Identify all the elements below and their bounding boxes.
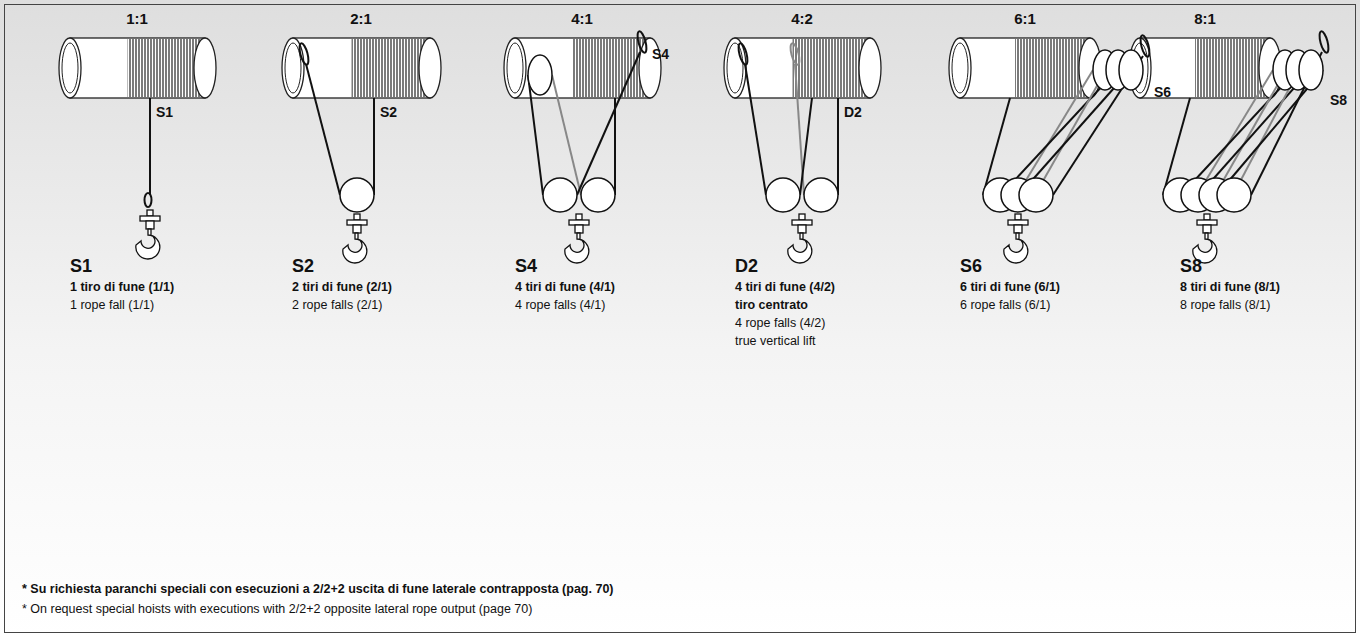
rope-fall bbox=[306, 64, 340, 195]
frame-border bbox=[5, 5, 1356, 633]
rope-anchor bbox=[298, 42, 310, 65]
rope-drum bbox=[724, 38, 881, 98]
ratio-label: 4:1 bbox=[571, 10, 593, 27]
ratio-label: 6:1 bbox=[1014, 10, 1036, 27]
rope-drum bbox=[504, 38, 661, 98]
reeving-code: S6 bbox=[1154, 84, 1171, 100]
rope-fall bbox=[800, 98, 812, 195]
reeving-title: S2 bbox=[292, 256, 314, 277]
load-hook bbox=[1004, 214, 1028, 263]
reeving-title: S8 bbox=[1180, 256, 1202, 277]
reeving-code: S8 bbox=[1330, 92, 1347, 108]
sheave bbox=[543, 178, 577, 212]
rope-drum bbox=[949, 38, 1101, 98]
reeving-code: S4 bbox=[652, 46, 669, 62]
rope-drum bbox=[1129, 38, 1281, 98]
sheave bbox=[1019, 178, 1053, 212]
upper-sheave bbox=[1119, 50, 1143, 90]
rope-fall bbox=[149, 98, 151, 195]
rope-fall bbox=[552, 75, 581, 195]
caption-english: 2 rope falls (2/1) bbox=[292, 298, 382, 312]
caption-english: 4 rope falls (4/2) bbox=[735, 316, 825, 330]
caption-italian: 4 tiri di fune (4/2) bbox=[735, 280, 835, 294]
ratio-label: 1:1 bbox=[126, 10, 148, 27]
reeving-title: S4 bbox=[515, 256, 537, 277]
caption-english: 1 rope fall (1/1) bbox=[70, 298, 154, 312]
rope-fall bbox=[837, 98, 839, 195]
caption-english: 8 rope falls (8/1) bbox=[1180, 298, 1270, 312]
rope-fall bbox=[577, 52, 640, 195]
caption-english: 6 rope falls (6/1) bbox=[960, 298, 1050, 312]
reeving-code: S1 bbox=[156, 104, 173, 120]
rope-fall bbox=[1035, 70, 1106, 195]
reeving-title: S1 bbox=[70, 256, 92, 277]
caption-english: true vertical lift bbox=[735, 334, 816, 348]
sheave bbox=[804, 178, 838, 212]
rope-anchor bbox=[1139, 34, 1151, 57]
reeving-title: D2 bbox=[735, 256, 758, 277]
rope-drum bbox=[59, 38, 216, 98]
reeving-code: D2 bbox=[844, 104, 862, 120]
upper-sheave bbox=[1299, 50, 1323, 90]
upper-sheave bbox=[528, 55, 552, 95]
rope-anchor bbox=[737, 42, 749, 65]
rope-fall bbox=[745, 64, 766, 195]
rope-anchor bbox=[1318, 30, 1330, 53]
caption-italian: 6 tiri di fune (6/1) bbox=[960, 280, 1060, 294]
reeving-title: S6 bbox=[960, 256, 982, 277]
ratio-label: 4:2 bbox=[791, 10, 813, 27]
sheave bbox=[1217, 178, 1251, 212]
caption-italian: tiro centrato bbox=[735, 298, 808, 312]
rope-fall bbox=[1197, 70, 1273, 195]
load-hook bbox=[343, 214, 367, 263]
caption-italian: 4 tiri di fune (4/1) bbox=[515, 280, 615, 294]
rope-drum bbox=[282, 38, 441, 98]
rope-eye bbox=[145, 193, 152, 207]
caption-italian: 2 tiri di fune (2/1) bbox=[292, 280, 392, 294]
ratio-label: 8:1 bbox=[1194, 10, 1216, 27]
sheave bbox=[766, 178, 800, 212]
sheave bbox=[581, 178, 615, 212]
rope-fall bbox=[373, 98, 375, 195]
caption-italian: 1 tiro di fune (1/1) bbox=[70, 280, 174, 294]
load-hook bbox=[565, 214, 589, 263]
load-hook bbox=[788, 214, 812, 263]
caption-italian: 8 tiri di fune (8/1) bbox=[1180, 280, 1280, 294]
rope-fall bbox=[1215, 70, 1286, 195]
rope-anchor bbox=[789, 42, 801, 65]
sheave bbox=[340, 178, 374, 212]
caption-english: 4 rope falls (4/1) bbox=[515, 298, 605, 312]
footnote-italian: * Su richiesta paranchi speciali con ese… bbox=[22, 582, 614, 596]
load-hook bbox=[136, 210, 160, 259]
load-hook bbox=[1193, 214, 1217, 263]
ratio-label: 2:1 bbox=[350, 10, 372, 27]
footnote-english: * On request special hoists with executi… bbox=[22, 602, 532, 616]
rope-fall bbox=[1017, 70, 1093, 195]
reeving-code: S2 bbox=[380, 104, 397, 120]
rope-anchor bbox=[636, 30, 648, 53]
